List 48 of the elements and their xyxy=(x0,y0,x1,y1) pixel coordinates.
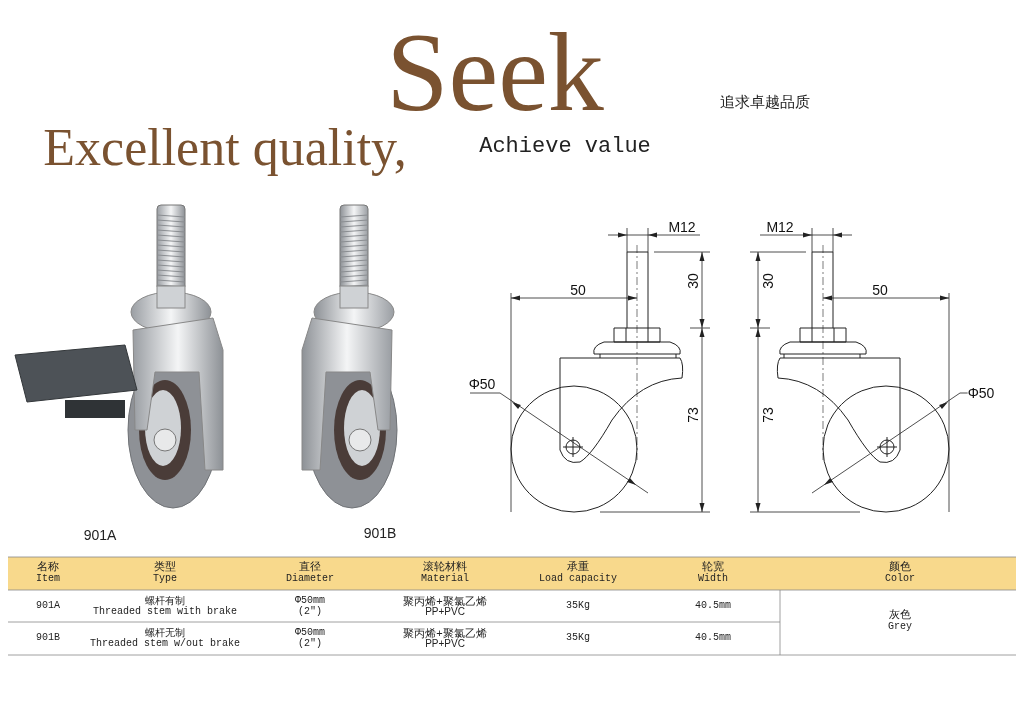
dimension-label: 30 xyxy=(761,273,775,289)
header-text: 名称 xyxy=(37,560,59,572)
cell-text: 35Kg xyxy=(566,601,590,611)
cell-text: PP+PVC xyxy=(425,639,465,649)
header-text: 轮宽 xyxy=(702,560,724,572)
cell-text: (2") xyxy=(298,639,322,649)
cell-text: PP+PVC xyxy=(425,607,465,617)
cell-text: 聚丙烯+聚氯乙烯 xyxy=(403,595,487,607)
slogan-text: 追求卓越品质 xyxy=(720,93,810,109)
header-text: Item xyxy=(36,574,60,584)
cell-text: 螺杆无制 xyxy=(145,628,185,638)
cell-text: 灰色 xyxy=(889,608,911,620)
dimension-label: 50 xyxy=(570,283,586,297)
cell-text: 35Kg xyxy=(566,633,590,643)
header-text: Color xyxy=(885,574,915,584)
dimension-label: M12 xyxy=(668,220,696,234)
cell-text: Threaded stem with brake xyxy=(93,607,237,617)
cell-text: (2") xyxy=(298,607,322,617)
dimension-label: M12 xyxy=(766,220,794,234)
cell-text: Φ50mm xyxy=(295,628,325,638)
header-text: 承重 xyxy=(567,560,589,572)
cell-text: 40.5mm xyxy=(695,633,731,643)
header-text: 滚轮材料 xyxy=(423,560,467,572)
header-text: Width xyxy=(698,574,728,584)
dimension-label: 30 xyxy=(686,273,700,289)
cell-text: Threaded stem w/out brake xyxy=(90,639,240,649)
dimension-label: Φ50 xyxy=(468,377,496,391)
header-text: Material xyxy=(421,574,469,584)
cell-text: 901B xyxy=(36,633,60,643)
cell-text: 901A xyxy=(36,601,60,611)
header-text: 直径 xyxy=(299,560,321,572)
cell-text: 螺杆有制 xyxy=(145,596,185,606)
dimension-label: Φ50 xyxy=(967,386,995,400)
dimension-label: 50 xyxy=(872,283,888,297)
slogan-text: Achieve value xyxy=(479,136,651,158)
dimension-label: 73 xyxy=(761,407,775,423)
header-text: 颜色 xyxy=(889,560,911,572)
header-text: Load capacity xyxy=(539,574,617,584)
header-text: Diameter xyxy=(286,574,334,584)
header-text: 类型 xyxy=(154,560,176,572)
model-label: 901B xyxy=(363,526,397,540)
cell-text: 40.5mm xyxy=(695,601,731,611)
header-text: Type xyxy=(153,574,177,584)
cell-text: 聚丙烯+聚氯乙烯 xyxy=(403,627,487,639)
dimension-label: 73 xyxy=(686,407,700,423)
model-label: 901A xyxy=(83,528,117,542)
cell-text: Grey xyxy=(888,622,912,632)
cell-text: Φ50mm xyxy=(295,596,325,606)
